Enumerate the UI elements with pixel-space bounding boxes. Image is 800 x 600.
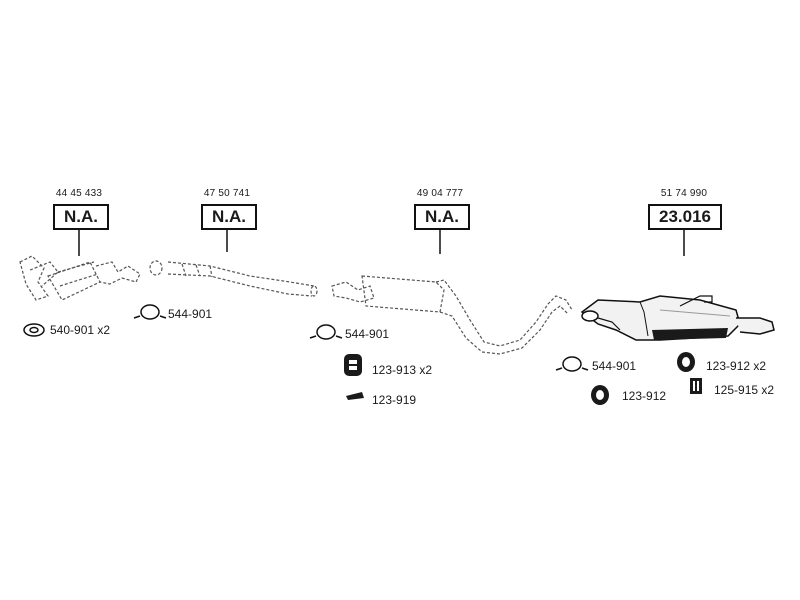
accessory-label: 544-901 [592, 359, 637, 373]
front-pipe-catalyst[interactable] [19, 255, 141, 301]
part-code-box[interactable]: 23.016 [648, 204, 722, 230]
accessory-label: 540-901 x2 [50, 323, 111, 337]
part-code-box[interactable]: N.A. [201, 204, 257, 230]
part-code-box[interactable]: N.A. [53, 204, 109, 230]
rubber-ring-hanger-icon [591, 385, 609, 405]
bracket-icon [346, 392, 364, 400]
pipe-clamp-icon [309, 324, 343, 340]
mounting-bracket-icon [690, 378, 702, 394]
rubber-ring-hanger-icon [677, 352, 695, 372]
accessory-label: 544-901 [168, 307, 213, 321]
rubber-hanger-icon [344, 354, 362, 376]
part-reference: 47 50 741 [203, 188, 251, 199]
part-reference: 44 45 433 [55, 188, 103, 199]
accessory-label: 125-915 x2 [714, 383, 775, 397]
accessory-label: 123-913 x2 [372, 363, 433, 377]
accessory-label: 544-901 [345, 327, 390, 341]
center-silencer[interactable] [331, 275, 573, 355]
pipe-clamp-icon [133, 304, 167, 320]
part-code-box[interactable]: N.A. [414, 204, 470, 230]
accessory-label: 123-919 [372, 393, 417, 407]
accessory-label: 123-912 x2 [706, 359, 767, 373]
intermediate-pipe-1[interactable] [149, 260, 318, 297]
rear-silencer[interactable] [580, 295, 775, 341]
gasket-ring-icon [23, 323, 45, 337]
part-reference: 51 74 990 [660, 188, 708, 199]
accessory-label: 123-912 [622, 389, 667, 403]
part-reference: 49 04 777 [416, 188, 464, 199]
pipe-clamp-icon [555, 356, 589, 372]
